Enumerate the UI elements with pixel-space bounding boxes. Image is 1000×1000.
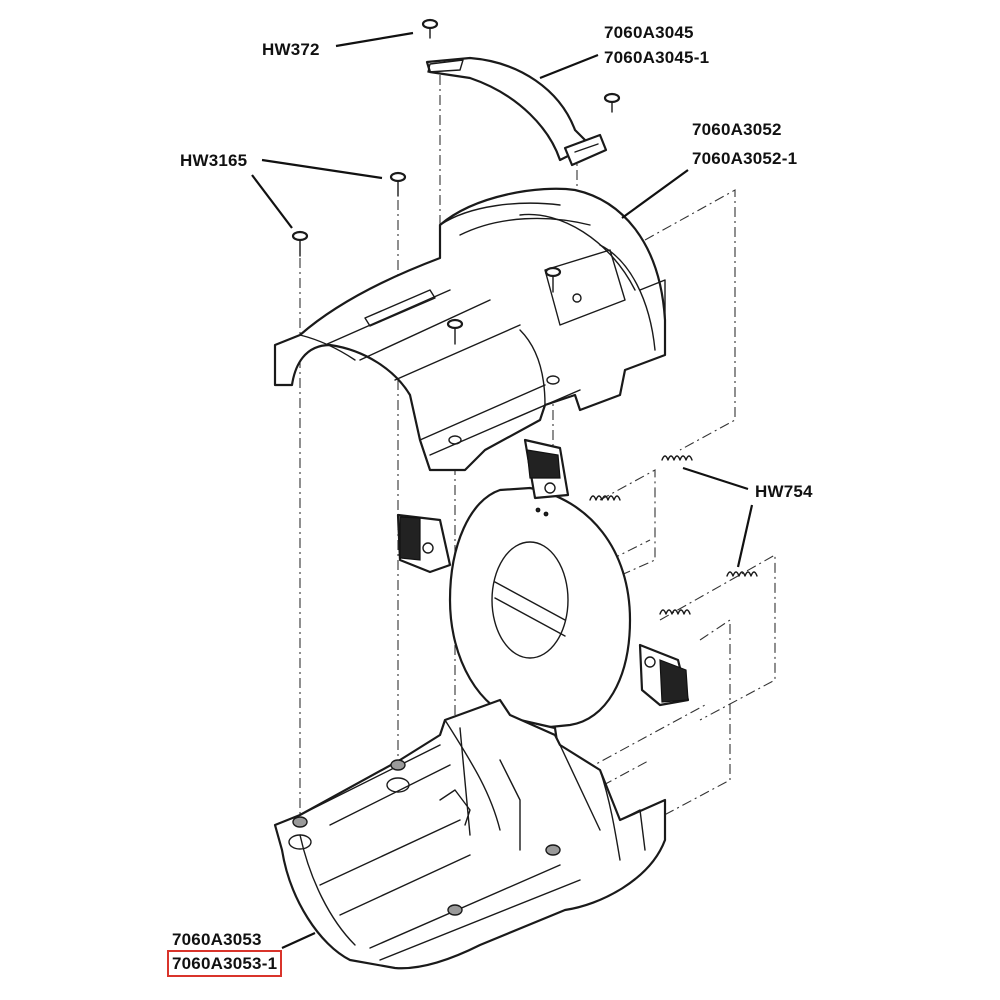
spring-group — [589, 455, 758, 615]
screw-hw3165-b — [389, 171, 407, 197]
shutter-blade-left — [396, 513, 452, 574]
label-bottom-shell-part-number: 7060A3053 — [172, 930, 262, 949]
shutter-blade-right — [638, 643, 690, 707]
top-shell-part — [273, 187, 667, 472]
screw-hw3165-a — [291, 230, 309, 257]
label-strap-part-number: 7060A3045 — [604, 23, 694, 42]
label-top-shell-part-number-variant: 7060A3052-1 — [692, 149, 798, 168]
label-bottom-shell-part-number-variant-highlighted: 7060A3053-1 — [166, 950, 283, 977]
spring-3 — [726, 571, 758, 577]
leader-lines — [251, 31, 754, 950]
spring-2 — [589, 495, 621, 501]
label-hw3165: HW3165 — [180, 151, 248, 170]
label-strap-part-number-variant: 7060A3045-1 — [604, 48, 710, 67]
label-top-shell-part-number: 7060A3052 — [692, 120, 782, 139]
shutter-blade-top — [523, 438, 570, 500]
strap-part — [425, 56, 608, 167]
shutter-plate-part — [448, 486, 632, 730]
screw-hw3165-d — [544, 266, 562, 293]
bottom-shell-part — [273, 698, 667, 970]
screw-hw372-a — [421, 18, 439, 39]
spring-4 — [659, 609, 691, 615]
screw-hw372-b — [603, 92, 621, 113]
label-hw754: HW754 — [755, 482, 813, 501]
screw-hw3165-c — [446, 318, 464, 345]
spring-1 — [661, 455, 693, 461]
label-hw372: HW372 — [262, 40, 320, 59]
